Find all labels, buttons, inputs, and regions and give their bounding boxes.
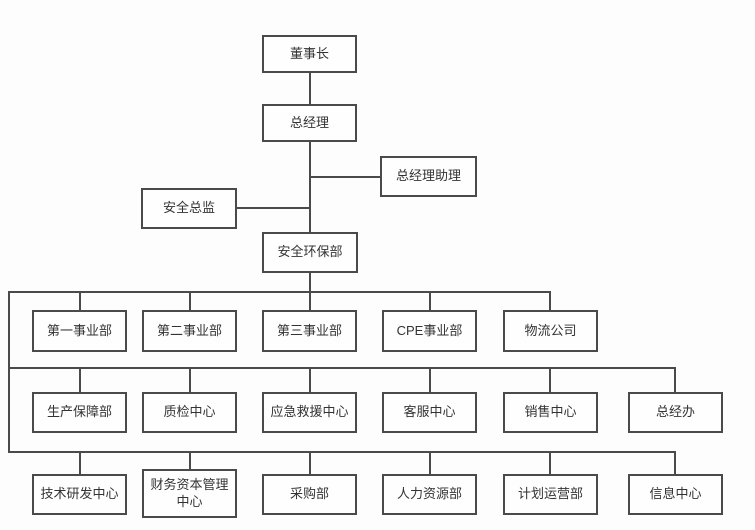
drop-level3-col1 [79, 451, 81, 478]
org-node-emergency-rescue-center: 应急救援中心 [262, 392, 357, 433]
drop-level3-col4 [429, 451, 431, 478]
org-node-logistics-company: 物流公司 [503, 310, 598, 352]
drop-level1-col5 [549, 291, 551, 313]
drop-level1-col3 [309, 291, 311, 313]
org-node-information-center: 信息中心 [628, 474, 723, 515]
drop-level1-col2 [189, 291, 191, 313]
drop-level3-col2 [189, 451, 191, 478]
bus-level1 [8, 291, 551, 293]
org-node-sales-center: 销售中心 [503, 392, 598, 433]
org-node-quality-center: 质检中心 [142, 392, 237, 433]
drop-level2-col4 [429, 367, 431, 395]
connector-chairman-gm [309, 70, 311, 110]
org-node-hr-dept: 人力资源部 [382, 474, 477, 515]
connector-safety-director [235, 207, 311, 209]
drop-level2-col1 [79, 367, 81, 395]
connector-gm-safety-env-trunk [309, 140, 311, 236]
org-node-gm-assistant: 总经理助理 [380, 156, 477, 197]
org-node-planning-operations-dept: 计划运营部 [503, 474, 598, 515]
org-node-division-2: 第二事业部 [142, 310, 237, 352]
org-node-division-1: 第一事业部 [32, 310, 127, 352]
drop-level2-col6 [674, 367, 676, 395]
connector-safety-env-bus1 [309, 271, 311, 293]
org-node-production-support: 生产保障部 [32, 392, 127, 433]
bus-level2 [8, 367, 675, 369]
org-node-general-office: 总经办 [628, 392, 723, 433]
org-node-safety-env-dept: 安全环保部 [262, 232, 358, 273]
bus-level3 [8, 451, 675, 453]
org-node-tech-rd-center: 技术研发中心 [32, 474, 127, 515]
drop-level1-col1 [79, 291, 81, 313]
drop-level1-col4 [429, 291, 431, 313]
org-node-safety-director: 安全总监 [141, 188, 237, 229]
org-node-chairman: 董事长 [262, 35, 357, 73]
org-node-customer-service-center: 客服中心 [382, 392, 477, 433]
connector-gm-assistant [310, 176, 382, 178]
org-node-cpe-division: CPE事业部 [382, 310, 477, 352]
org-node-purchasing-dept: 采购部 [262, 474, 357, 515]
drop-level3-col5 [549, 451, 551, 478]
drop-level3-col6 [674, 451, 676, 478]
org-node-division-3: 第三事业部 [262, 310, 357, 352]
drop-level2-col3 [309, 367, 311, 395]
org-node-finance-capital-center: 财务资本管理中心 [142, 469, 237, 518]
drop-level3-col3 [309, 451, 311, 478]
drop-level2-col2 [189, 367, 191, 395]
drop-level2-col5 [549, 367, 551, 395]
org-node-general-manager: 总经理 [262, 104, 357, 142]
bus-left-spine [8, 291, 10, 453]
